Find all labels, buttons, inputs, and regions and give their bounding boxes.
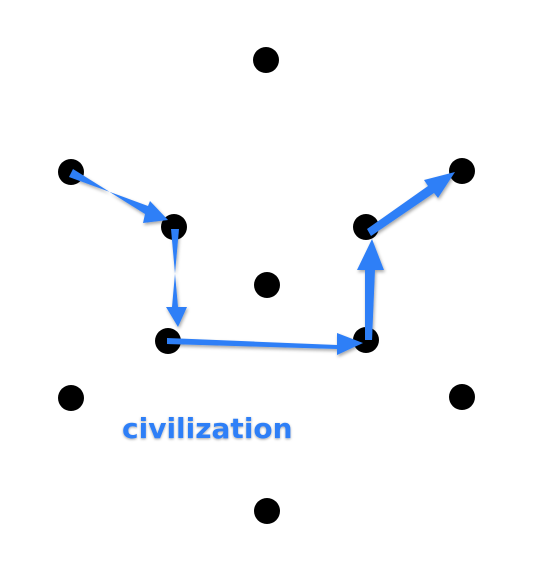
dot-outer-left <box>58 385 84 411</box>
arrow-upper-left-to-inner-left <box>69 169 168 223</box>
dot-top <box>253 47 279 73</box>
dot-center <box>254 272 280 298</box>
arrow-lower-left-to-lower-right <box>167 333 363 355</box>
arrow-inner-right-to-upper-right <box>367 172 455 236</box>
arrows-layer <box>69 169 455 355</box>
dots-layer <box>58 47 475 524</box>
dot-bottom <box>254 498 280 524</box>
arrow-inner-left-to-lower-left <box>166 229 187 327</box>
dot-upper-left <box>58 159 84 185</box>
arrow-lower-right-to-inner-right <box>357 239 384 340</box>
dot-inner-left <box>161 214 187 240</box>
dot-upper-right <box>449 158 475 184</box>
dot-outer-right <box>449 384 475 410</box>
pattern-label: civilization <box>122 412 293 445</box>
